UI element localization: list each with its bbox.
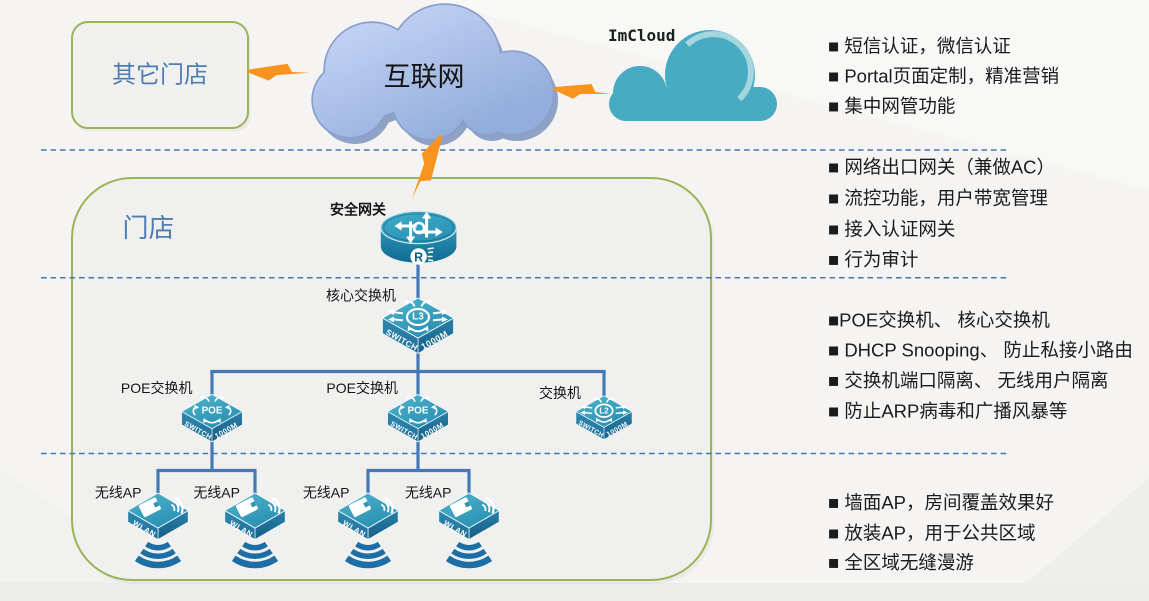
bullet-item: ■ 接入认证网关 [828,219,955,240]
bullet-item: ■ 集中网管功能 [828,96,955,117]
wireless-ap-1-label: 无线AP [95,485,142,501]
l2-switch-label: 交换机 [539,385,581,401]
security-gateway-label: 安全网关 [330,202,386,218]
internet-cloud-label: 互联网 [384,62,465,92]
poe-switch-1-label: POE交换机 [121,380,193,396]
bullet-item: ■ 网络出口网关（兼做AC） [828,157,1055,178]
wireless-ap-2-label: 无线AP [193,485,240,501]
security-gateway-icon [379,209,458,267]
bullet-list-cloud-features: ■ 短信认证，微信认证 ■ Portal页面定制，精准营销 ■ 集中网管功能 [828,36,1059,117]
bullet-item: ■ DHCP Snooping、 防止私接小路由 [828,340,1133,361]
wireless-ap-3-label: 无线AP [303,485,350,501]
bullet-item: ■POE交换机、 核心交换机 [828,310,1050,331]
wireless-ap-4-label: 无线AP [405,485,452,501]
bullet-item: ■ 墙面AP，房间覆盖效果好 [828,492,1054,513]
bullet-list-switch-features: ■POE交换机、 核心交换机 ■ DHCP Snooping、 防止私接小路由 … [828,310,1133,422]
imcloud-label: ImCloud [608,26,675,45]
other-stores-title: 其它门店 [112,62,208,89]
internet-cloud-node: 互联网 [311,3,558,146]
bullet-list-ap-features: ■ 墙面AP，房间覆盖效果好 ■ 放装AP，用于公共区域 ■ 全区域无缝漫游 [828,492,1054,573]
bullet-item: ■ 行为审计 [828,249,918,270]
core-switch-label: 核心交换机 [326,288,396,304]
imcloud-node: ImCloud [608,26,777,121]
bullet-item: ■ 流控功能，用户带宽管理 [828,188,1048,209]
bullet-item: ■ 短信认证，微信认证 [828,36,1011,57]
bullet-list-gateway-features: ■ 网络出口网关（兼做AC） ■ 流控功能，用户带宽管理 ■ 接入认证网关 ■ … [828,157,1055,271]
bullet-item: ■ 交换机端口隔离、 无线用户隔离 [828,370,1108,391]
bullet-item: ■ Portal页面定制，精准营销 [828,66,1059,87]
poe-switch-2-label: POE交换机 [326,380,398,396]
bullet-item: ■ 全区域无缝漫游 [828,552,974,573]
bullet-item: ■ 防止ARP病毒和广播风暴等 [828,401,1067,422]
bullet-item: ■ 放装AP，用于公共区域 [828,523,1036,544]
other-stores-panel [71,21,251,132]
store-title: 门店 [122,213,174,243]
